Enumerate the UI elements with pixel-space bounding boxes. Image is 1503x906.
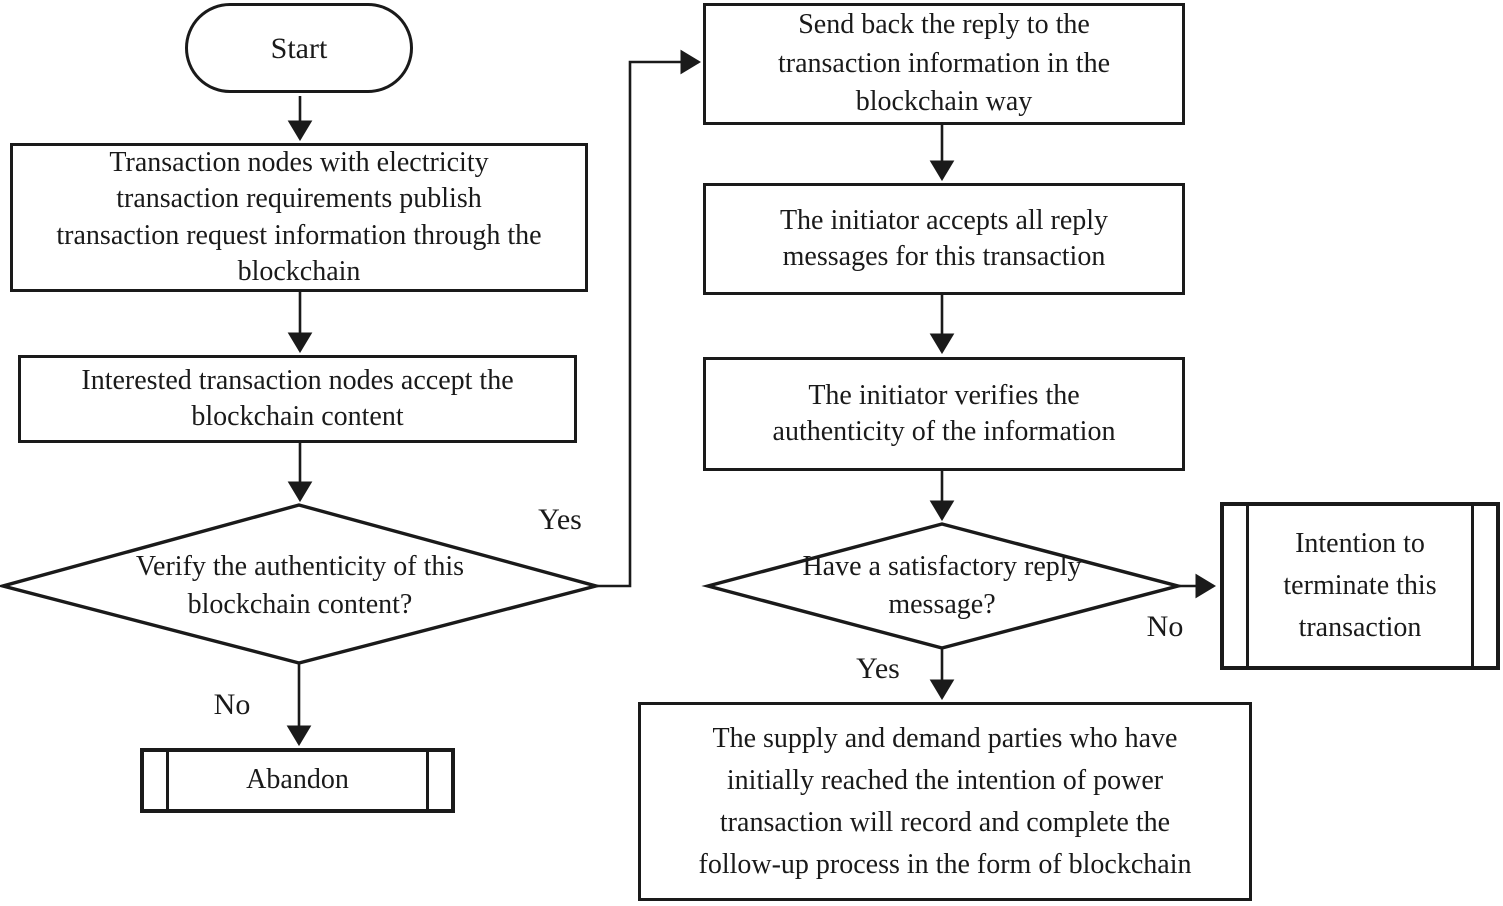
connector-verify-yes-to-send-back [596,49,702,588]
verify-no-edge-label: No [213,688,251,721]
verify-decision-diamond-shape [0,503,603,665]
process-accept-content-label: Interested transaction nodes accept the … [81,364,514,432]
process-accept-replies: The initiator accepts all reply messages… [703,183,1185,295]
satisfactory-decision-diamond-shape [701,522,1185,650]
process-publish-request: Transaction nodes with electricity trans… [10,143,588,292]
process-verify-info-label: The initiator verifies the authenticity … [772,379,1116,447]
process-accept-replies-label: The initiator accepts all reply messages… [779,204,1109,272]
satisfactory-yes-edge-label: Yes [856,652,900,685]
process-record-complete-label: The supply and demand parties who have i… [698,722,1192,880]
verify-decision-label: Verify the authenticity of this blockcha… [135,551,465,620]
verify-yes-edge-label: Yes [538,503,582,536]
predefined-abandon-label: Abandon [246,764,349,796]
process-send-back-reply-label: Send back the reply to the transaction i… [777,9,1111,118]
predefined-abandon: Abandon [140,748,455,813]
start-terminator: Start [185,3,413,93]
start-label: Start [270,31,328,65]
process-verify-info: The initiator verifies the authenticity … [703,357,1185,471]
predefined-terminate-transaction-label: Intention to terminate this transaction [1283,528,1437,643]
process-accept-content: Interested transaction nodes accept the … [18,355,577,443]
satisfactory-no-edge-label: No [1146,610,1184,643]
satisfactory-decision-label: Have a satisfactory reply message? [802,551,1082,620]
process-record-complete: The supply and demand parties who have i… [638,702,1252,901]
predefined-terminate-transaction: Intention to terminate this transaction [1220,502,1500,670]
process-publish-request-label: Transaction nodes with electricity trans… [56,146,542,287]
process-send-back-reply: Send back the reply to the transaction i… [703,3,1185,125]
